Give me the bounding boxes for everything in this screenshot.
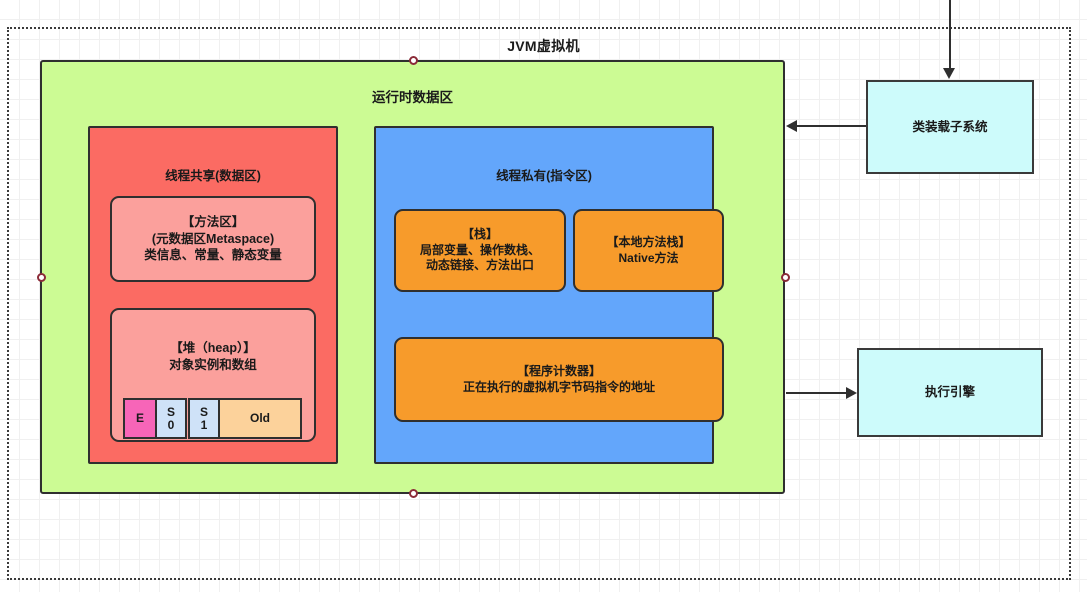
execution-engine-box[interactable]: 执行引擎	[857, 348, 1043, 437]
class-loader-system-text: 类装载子系统	[912, 119, 988, 134]
connector-class-loader-to-runtime	[796, 125, 866, 127]
heap-generation-strip: E S 0 S 1 Old	[123, 398, 302, 439]
heap-gen-old[interactable]: Old	[218, 398, 302, 439]
thread-private-label: 线程私有(指令区)	[496, 169, 592, 183]
heap-gen-eden[interactable]: E	[123, 398, 157, 439]
heap-gen-survivor-0[interactable]: S 0	[155, 398, 187, 439]
native-method-stack-text: 【本地方法栈】 Native方法	[606, 234, 691, 265]
class-loader-system-box[interactable]: 类装载子系统	[866, 80, 1034, 174]
connector-runtime-to-execution-engine	[786, 392, 848, 394]
method-area-box[interactable]: 【方法区】 (元数据区Metaspace) 类信息、常量、静态变量	[110, 196, 316, 282]
arrow-head-runtime-area	[786, 120, 797, 132]
runtime-data-area-label: 运行时数据区	[372, 90, 453, 105]
native-method-stack-box[interactable]: 【本地方法栈】 Native方法	[573, 209, 724, 292]
program-counter-box[interactable]: 【程序计数器】 正在执行的虚拟机字节码指令的地址	[394, 337, 724, 422]
arrow-head-class-loader	[943, 68, 955, 79]
resize-handle-top[interactable]	[409, 56, 418, 65]
resize-handle-bottom[interactable]	[409, 489, 418, 498]
arrow-head-execution-engine	[846, 387, 857, 399]
thread-shared-label: 线程共享(数据区)	[165, 169, 261, 183]
resize-handle-left[interactable]	[37, 273, 46, 282]
method-area-text: 【方法区】 (元数据区Metaspace) 类信息、常量、静态变量	[144, 215, 282, 263]
jvm-stack-box[interactable]: 【栈】 局部变量、操作数栈、 动态链接、方法出口	[394, 209, 566, 292]
heap-label: 【堆（heap）】 对象实例和数组	[169, 341, 257, 372]
jvm-stack-text: 【栈】 局部变量、操作数栈、 动态链接、方法出口	[419, 226, 540, 273]
connector-into-class-loader	[949, 0, 951, 70]
resize-handle-right[interactable]	[781, 273, 790, 282]
execution-engine-text: 执行引擎	[924, 385, 975, 400]
page-frame	[7, 27, 1071, 580]
heap-gen-survivor-1[interactable]: S 1	[188, 398, 220, 439]
page-title: JVM虚拟机	[507, 38, 580, 54]
program-counter-text: 【程序计数器】 正在执行的虚拟机字节码指令的地址	[462, 363, 655, 394]
